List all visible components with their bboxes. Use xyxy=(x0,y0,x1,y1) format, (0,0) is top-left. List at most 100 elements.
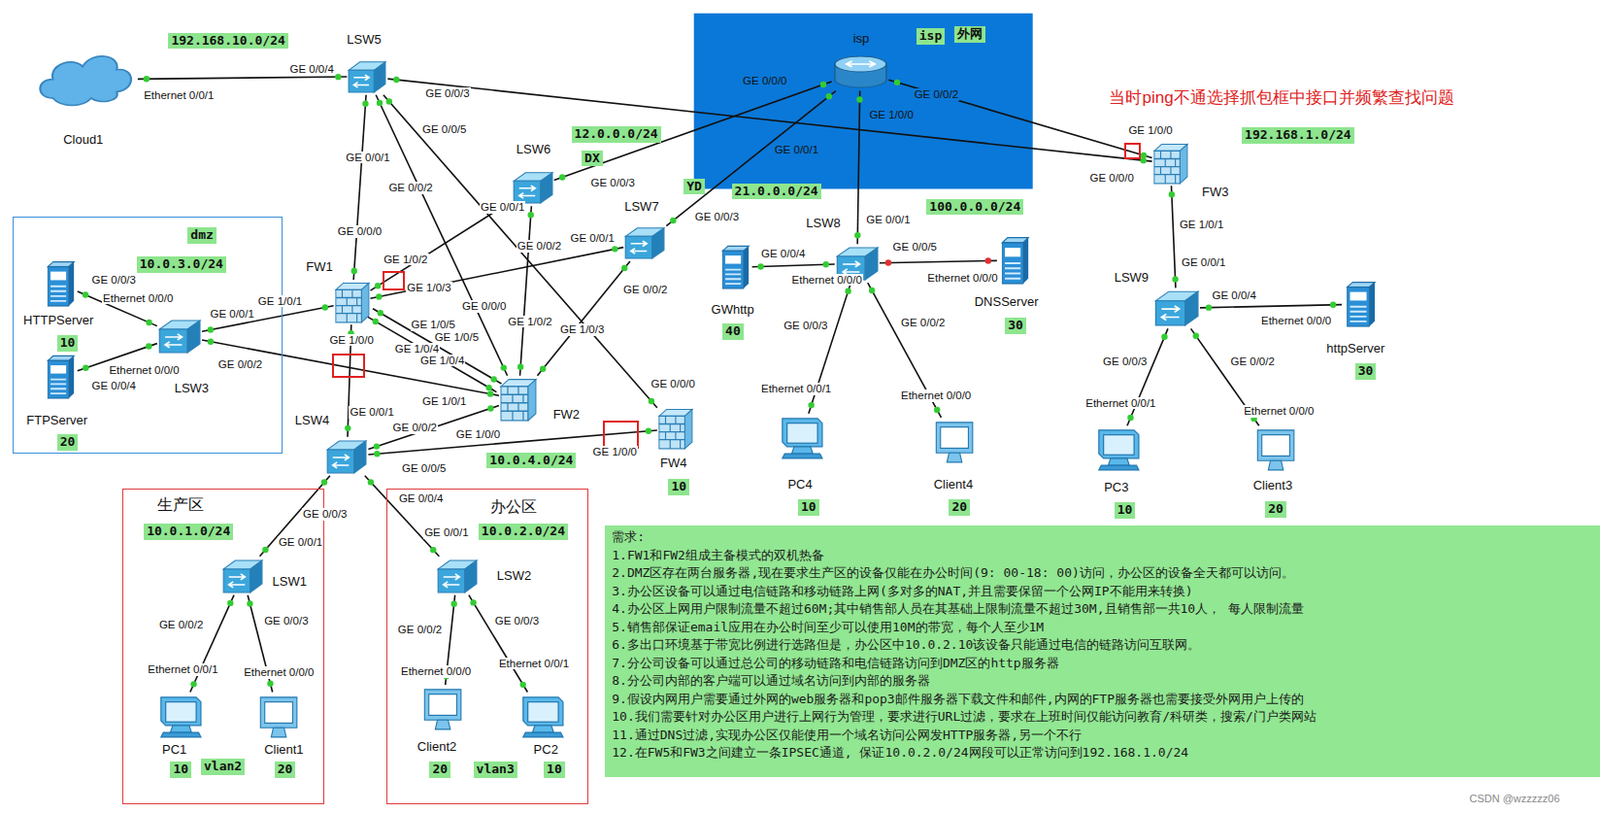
link-stroke xyxy=(445,595,456,685)
interface-label: GE 0/0/1 xyxy=(773,143,820,157)
link-line xyxy=(370,245,625,300)
green-tag: 10 xyxy=(1114,501,1136,519)
green-tag: 10.0.2.0/24 xyxy=(478,523,568,540)
interface-label: GE 0/0/2 xyxy=(217,358,264,371)
interface-label: GE 0/0/3 xyxy=(424,87,470,100)
port-dot xyxy=(266,680,273,687)
port-dot xyxy=(520,681,527,688)
link-stroke xyxy=(468,595,528,693)
port-dot xyxy=(430,546,436,553)
interface-label: Ethernet 0/0/0 xyxy=(1260,314,1333,328)
interface-label: GE 0/0/4 xyxy=(760,247,806,261)
port-dot xyxy=(611,245,618,252)
port-dot xyxy=(1161,333,1167,340)
link-stroke xyxy=(1170,185,1175,288)
capture-box xyxy=(383,271,404,290)
device-node: LSW9 xyxy=(1153,287,1200,329)
port-dot xyxy=(500,202,507,209)
zone-title: 办公区 xyxy=(490,498,537,516)
switch-icon xyxy=(834,243,880,283)
device-name: GWhttp xyxy=(711,302,755,318)
requirement-item: 7.分公司设备可以通过总公司的移动链路和电信链路访问到DMZ区的http服务器 xyxy=(611,654,1594,673)
device-name: LSW1 xyxy=(272,574,307,590)
interface-label: GE 0/0/2 xyxy=(516,239,563,253)
port-dot xyxy=(485,384,492,391)
device-name: Client4 xyxy=(933,477,973,493)
device-name: FTPServer xyxy=(26,413,88,429)
device-name: FW3 xyxy=(1201,185,1229,200)
interface-label: GE 0/0/2 xyxy=(622,283,668,297)
device-node: LSW3 xyxy=(157,316,202,356)
switch-icon xyxy=(623,224,667,262)
firewall-icon xyxy=(499,375,538,423)
device-name: Cloud1 xyxy=(63,133,103,148)
link-line xyxy=(536,261,630,376)
device-node: isp xyxy=(832,52,890,92)
interface-label: GE 0/0/1 xyxy=(865,213,911,227)
interface-label: GE 0/0/1 xyxy=(348,405,395,419)
port-dot xyxy=(393,76,400,83)
subnet-tag: 10.0.4.0/24 xyxy=(486,452,576,468)
zone-region: 生产区10.0.1.0/24vlan2LSW1PC110Client120 xyxy=(122,488,325,804)
requirement-item: 1.FW1和FW2组成主备模式的双机热备 xyxy=(611,546,1594,566)
link-stroke xyxy=(259,475,330,557)
link-line xyxy=(888,79,1152,160)
link-line xyxy=(344,324,355,437)
interface-label: GE 0/0/2 xyxy=(900,316,946,330)
device-node: Client420 xyxy=(933,417,976,465)
interface-label: GE 0/0/4 xyxy=(288,63,334,76)
green-tag: 20 xyxy=(274,761,297,778)
subnet-tag: 192.168.10.0/24 xyxy=(167,33,288,49)
link-stroke xyxy=(857,91,860,245)
requirement-item: 6.多出口环境基于带宽比例进行选路但是，办公区中10.0.2.10该设备只能通过… xyxy=(611,635,1594,655)
device-name: LSW3 xyxy=(174,381,209,397)
requirement-item: 9.假设内网用户需要通过外网的web服务器和pop3邮件服务器下载文件和邮件,内… xyxy=(611,690,1594,709)
link-line xyxy=(879,257,998,266)
link-line xyxy=(367,316,497,392)
device-node: LSW8 xyxy=(834,243,880,283)
green-tag: 10 xyxy=(543,761,566,778)
port-dot xyxy=(145,319,152,326)
interface-label: GE 0/0/0 xyxy=(1088,171,1134,185)
port-dot xyxy=(469,599,476,605)
device-node: GWhttp40 xyxy=(717,243,753,291)
port-dot xyxy=(1193,333,1200,339)
device-node: PC110 xyxy=(156,692,203,739)
link-stroke xyxy=(888,79,1152,158)
link-line xyxy=(854,91,864,245)
port-dot xyxy=(559,173,566,180)
port-dot xyxy=(145,342,152,349)
device-name: HTTPServer xyxy=(23,313,94,329)
device-name: FW1 xyxy=(305,260,333,275)
note-text: 当时ping不通选择抓包框中接口并频繁查找问题 xyxy=(1108,89,1454,108)
link-stroke xyxy=(77,343,158,371)
link-stroke xyxy=(370,247,625,300)
port-dot xyxy=(868,287,875,294)
requirements-box: 需求:1.FW1和FW2组成主备模式的双机热备2.DMZ区存在两台服务器,现在要… xyxy=(604,525,1600,777)
link-line xyxy=(807,282,851,414)
link-line xyxy=(370,200,512,291)
device-node: PC410 xyxy=(777,413,825,461)
port-dot xyxy=(321,478,328,485)
zone-region: 办公区10.0.2.0/24vlan3LSW2Client220PC210 xyxy=(386,488,589,804)
link-line xyxy=(190,595,234,693)
interface-label: GE 0/0/2 xyxy=(387,181,434,195)
port-dot xyxy=(375,293,382,300)
link-line xyxy=(666,91,836,227)
interface-label: Ethernet 0/0/0 xyxy=(107,364,180,377)
port-dot xyxy=(648,398,655,404)
port-dot xyxy=(367,478,374,485)
green-tag: isp xyxy=(916,28,945,45)
port-dot xyxy=(985,257,992,264)
zone-region: dmz10.0.3.0/24HTTPServer10FTPServer20LSW… xyxy=(12,216,284,454)
interface-label: GE 0/0/4 xyxy=(1211,289,1258,302)
client-icon xyxy=(1254,425,1298,472)
port-dot xyxy=(207,337,214,344)
pc-icon xyxy=(156,692,203,739)
link-stroke xyxy=(247,595,273,693)
interface-label: GE 0/0/2 xyxy=(397,623,443,636)
port-dot xyxy=(1205,303,1212,310)
device-node: FW1 xyxy=(333,279,371,325)
port-dot xyxy=(377,309,384,316)
link-stroke xyxy=(365,475,440,557)
